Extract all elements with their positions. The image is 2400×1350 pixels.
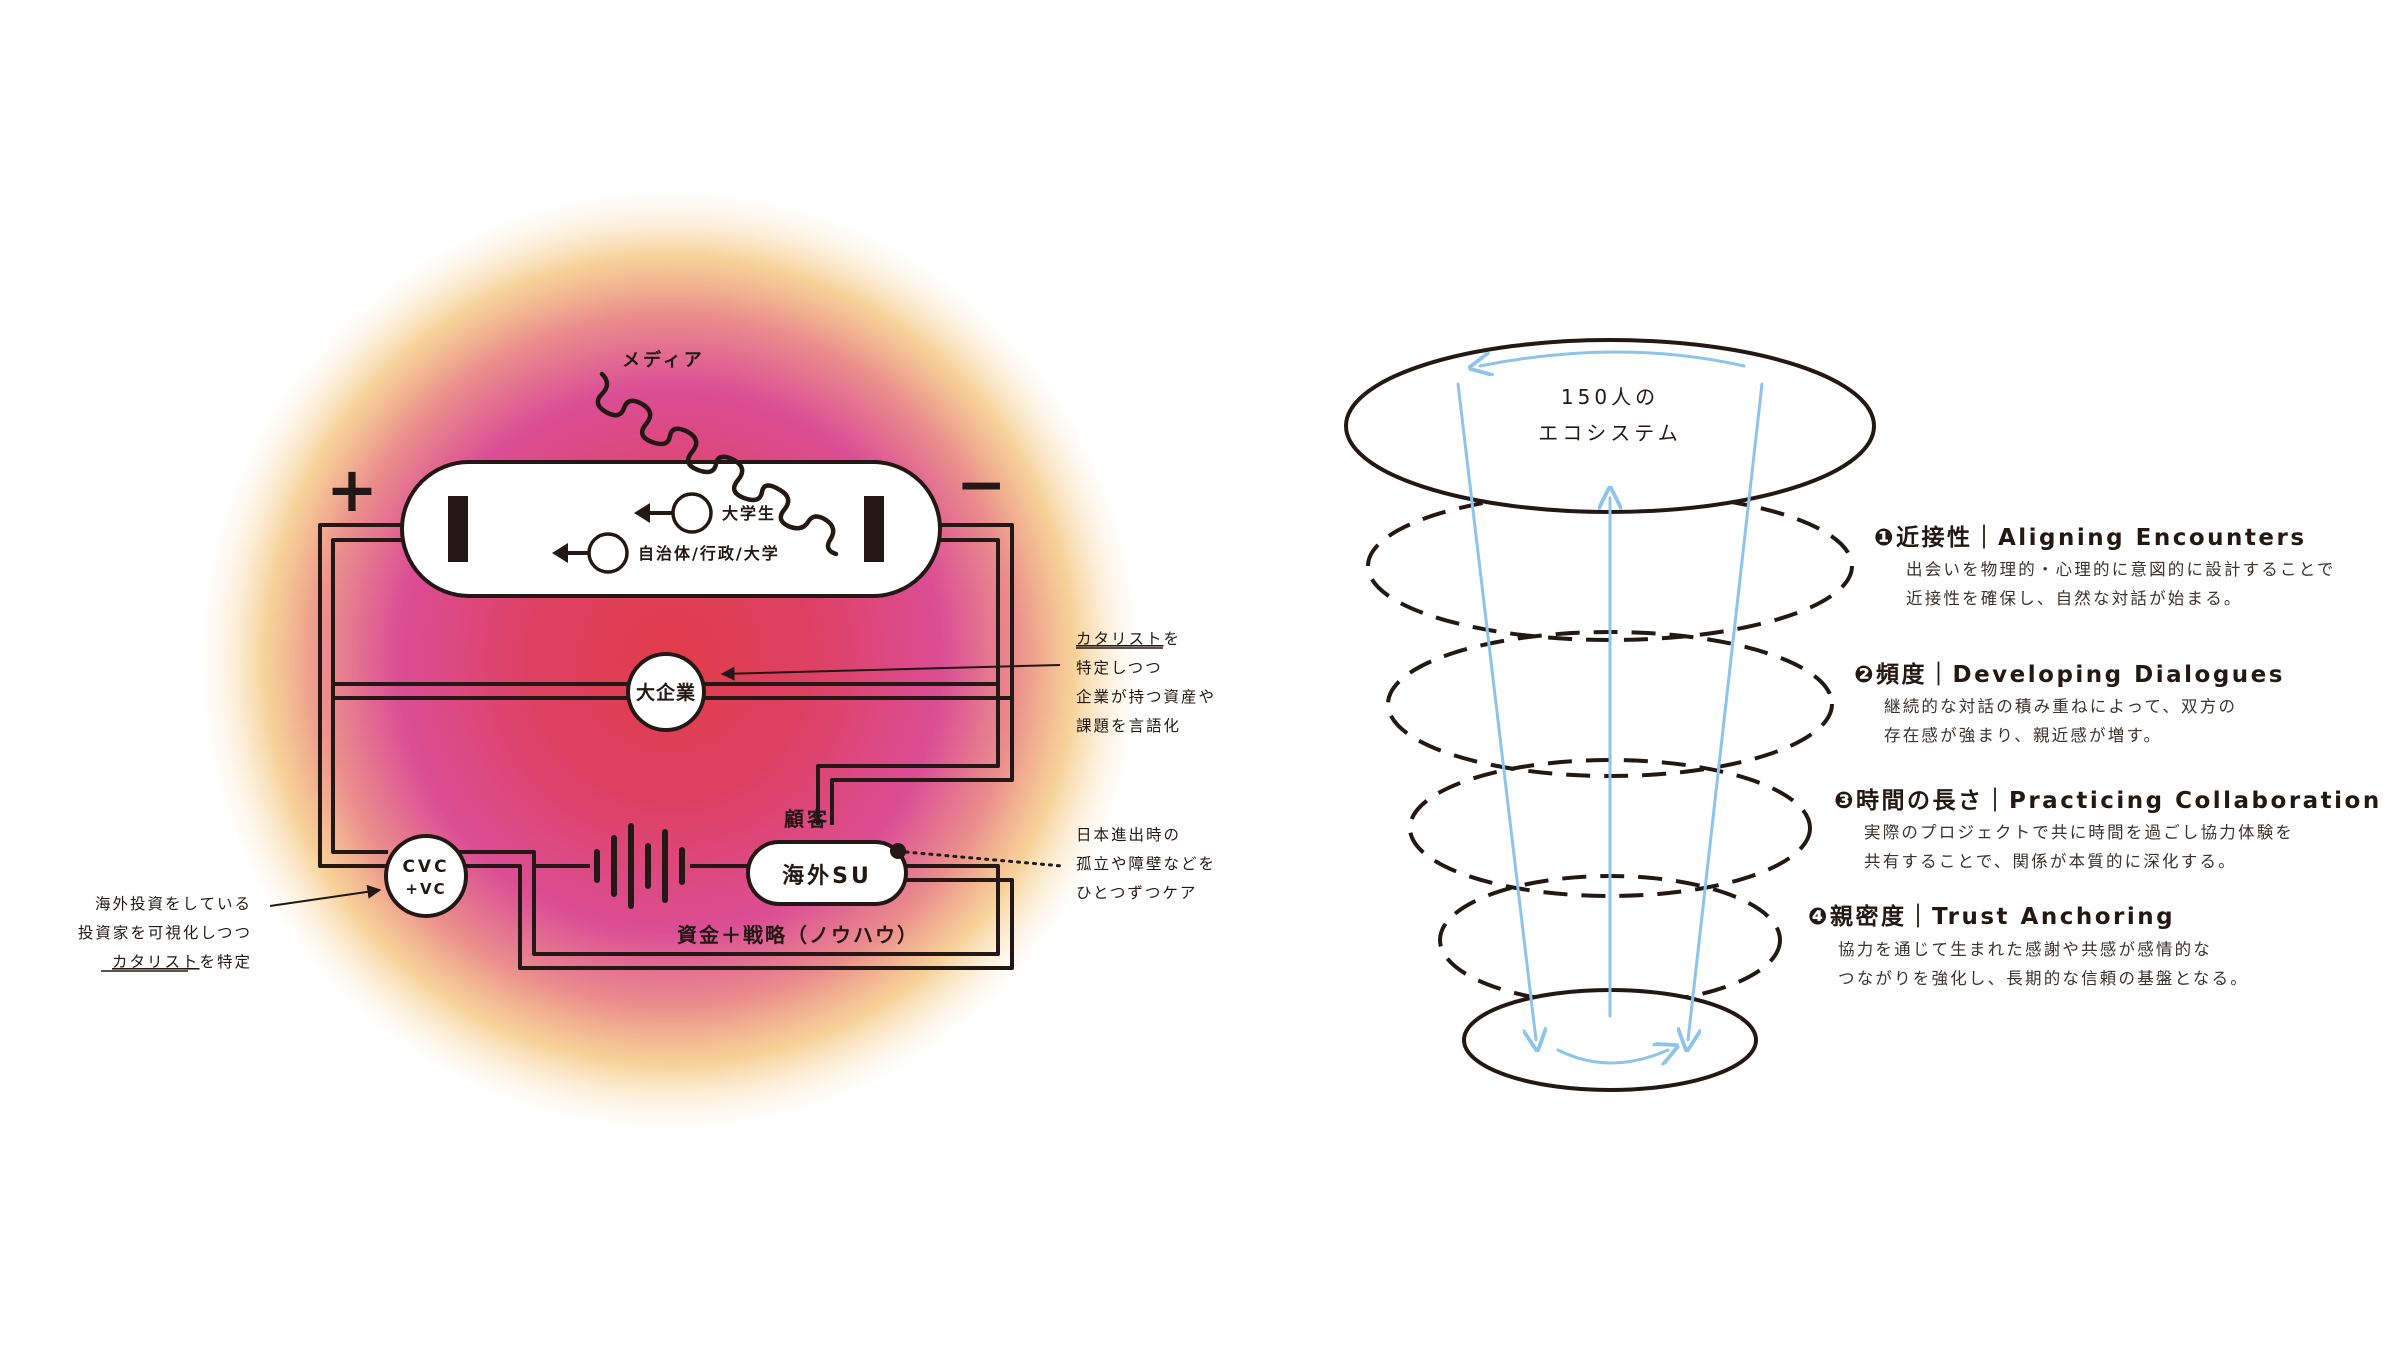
layer-title-1: 近接性｜Aligning Encounters	[1896, 524, 2307, 551]
student-label: 大学生	[722, 504, 776, 523]
overseas-su-label: 海外SU	[782, 863, 872, 889]
care-note-line3: ひとつずつケア	[1076, 884, 1197, 902]
su-connector-dot	[890, 843, 906, 859]
layer-ellipse-1	[1366, 490, 1854, 642]
wire-right-loop	[830, 523, 1014, 825]
government-label: 自治体/行政/大学	[638, 544, 780, 563]
layer-desc-4a: 協力を通じて生まれた感謝や共感が感情的な	[1838, 940, 2212, 959]
layer-title-4: 親密度｜Trust Anchoring	[1830, 903, 2175, 930]
layer-title-2: 頻度｜Developing Dialogues	[1876, 661, 2285, 688]
catalyst-word: カタリスト	[1076, 630, 1164, 648]
layer-item-2: ❷頻度｜Developing Dialogues 継続的な対話の積み重ねによって…	[1854, 661, 2285, 745]
layer-desc-2a: 継続的な対話の積み重ねによって、双方の	[1884, 697, 2237, 716]
catalyst-note-line3: 企業が持つ資産や	[1076, 688, 1216, 706]
student-particle	[634, 492, 713, 534]
layer-desc-1a: 出会いを物理的・心理的に意図的に設計することで	[1906, 560, 2336, 579]
circuit-diagram: 大学生 自治体/行政/大学 メディア + − 大企業 CVC +VC	[78, 190, 1216, 1130]
investor-note-line1: 海外投資をしている	[95, 895, 252, 913]
funding-label: 資金＋戦略（ノウハウ）	[677, 923, 919, 947]
arrow-bottom-rotation	[1556, 1050, 1668, 1063]
minus-sign: −	[956, 450, 1006, 520]
catalyst-note-line2: 特定しつつ	[1076, 659, 1163, 677]
layer-item-1: ❶近接性｜Aligning Encounters 出会いを物理的・心理的に意図的…	[1874, 524, 2336, 608]
ecosystem-label-line1: 150人の	[1561, 385, 1659, 409]
wire-outer-loop	[318, 523, 418, 868]
discharge-tube	[400, 460, 942, 598]
layer-number-2: ❷	[1854, 662, 1876, 688]
svg-text:❷頻度｜Developing Dialogues: ❷頻度｜Developing Dialogues	[1854, 661, 2285, 688]
ecosystem-label-line2: エコシステム	[1538, 421, 1681, 445]
investor-catalyst-rest: を特定	[199, 953, 252, 971]
svg-text:❶近接性｜Aligning Encounters: ❶近接性｜Aligning Encounters	[1874, 524, 2307, 551]
layer-desc-3b: 共有することで、関係が本質的に深化する。	[1864, 852, 2237, 871]
catalyst-pointer	[720, 664, 1061, 681]
svg-text:カタリストを: カタリストを	[1076, 630, 1181, 648]
svg-text:❹親密度｜Trust Anchoring: ❹親密度｜Trust Anchoring	[1808, 903, 2175, 930]
overseas-su-node	[746, 840, 908, 906]
arrow-left-down	[1456, 382, 1536, 1040]
electrode-right	[864, 496, 884, 562]
funnel-diagram: 150人の エコシステム ❶近接性｜Aligning Encounters 出会…	[1344, 338, 2382, 1092]
catalyst-note: カタリストを 特定しつつ 企業が持つ資産や 課題を言語化	[1076, 630, 1216, 735]
svg-text:❸時間の長さ｜Practicing Collaboratio: ❸時間の長さ｜Practicing Collaboration	[1834, 787, 2382, 814]
vc-label: +VC	[405, 880, 446, 898]
government-particle	[552, 532, 629, 574]
investor-pointer	[269, 884, 382, 907]
customer-label: 顧客	[784, 807, 830, 831]
enterprise-label: 大企業	[636, 681, 696, 704]
layer-desc-4b: つながりを強化し、長期的な信頼の基盤となる。	[1838, 969, 2249, 988]
catalyst-note-line4: 課題を言語化	[1076, 717, 1181, 735]
investor-note: 海外投資をしている 投資家を可視化しつつ カタリストを特定	[78, 895, 252, 972]
arrow-right-down	[1688, 382, 1764, 1040]
wire-right-loop-inner	[816, 538, 1000, 825]
layer-item-3: ❸時間の長さ｜Practicing Collaboration 実際のプロジェク…	[1834, 787, 2382, 871]
svg-text:カタリストを特定: カタリストを特定	[112, 953, 252, 971]
layer-number-4: ❹	[1808, 904, 1830, 930]
wire-bottom-a	[418, 864, 1014, 970]
layer-title-3: 時間の長さ｜Practicing Collaboration	[1856, 787, 2382, 814]
electrode-left	[448, 496, 468, 562]
circuit-wires	[318, 523, 1014, 970]
layer-desc-2b: 存在感が強まり、親近感が増す。	[1884, 726, 2162, 745]
enterprise-node	[626, 652, 706, 732]
care-note-line1: 日本進出時の	[1076, 826, 1181, 844]
investor-note-line2: 投資家を可視化しつつ	[78, 924, 252, 942]
layer-ellipse-3	[1408, 758, 1812, 898]
investor-catalyst-word: カタリスト	[112, 953, 200, 971]
cvc-label: CVC	[402, 857, 449, 877]
plus-sign: +	[326, 453, 378, 526]
wire-bottom-a-inner	[418, 850, 1000, 956]
cvc-node	[384, 834, 468, 918]
catalyst-particle: を	[1164, 630, 1182, 648]
care-note-line2: 孤立や障壁などを	[1076, 855, 1216, 873]
media-label: メディア	[622, 349, 705, 371]
flow-arrows	[1456, 350, 1764, 1063]
care-note: 日本進出時の 孤立や障壁などを ひとつずつケア	[1076, 826, 1216, 902]
layer-number-1: ❶	[1874, 525, 1896, 551]
layer-number-3: ❸	[1834, 788, 1856, 814]
care-pointer	[904, 850, 1064, 868]
media-wave	[595, 371, 839, 557]
layer-desc-3a: 実際のプロジェクトで共に時間を過ごし協力体験を	[1864, 823, 2294, 842]
arrow-top-rotation	[1480, 350, 1746, 366]
layer-desc-1b: 近接性を確保し、自然な対話が始まる。	[1906, 589, 2243, 608]
battery-symbol	[594, 823, 685, 909]
layer-item-4: ❹親密度｜Trust Anchoring 協力を通じて生まれた感謝や共感が感情的…	[1808, 903, 2249, 988]
